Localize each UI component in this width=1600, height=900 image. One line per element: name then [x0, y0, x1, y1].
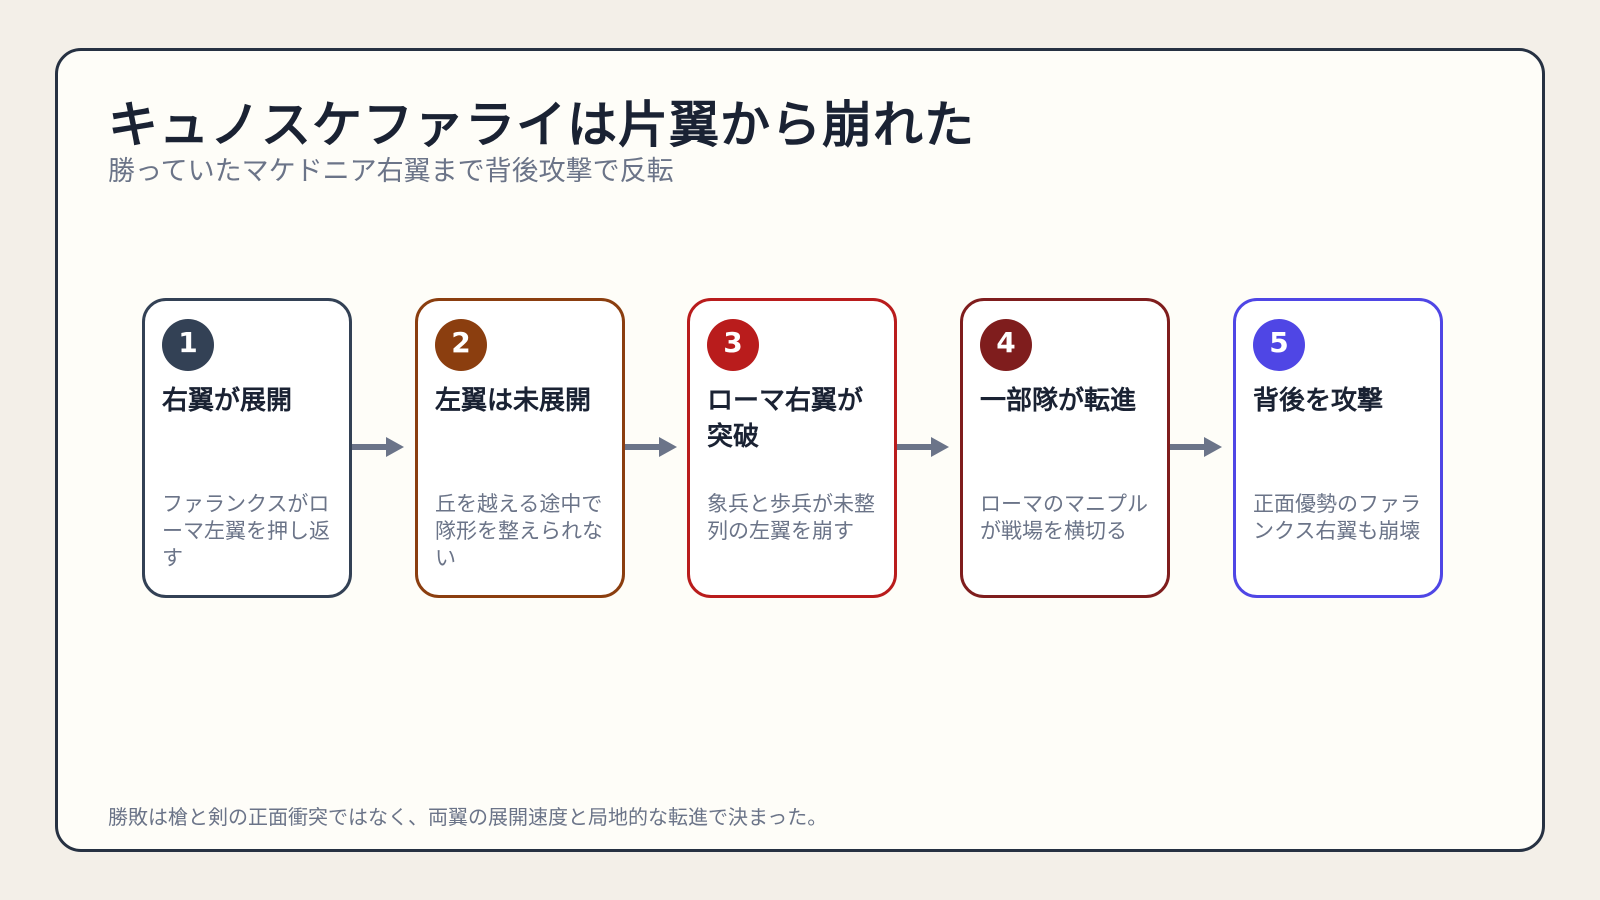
step-title: 一部隊が転進	[980, 386, 1137, 416]
arrow-right-icon	[352, 437, 404, 457]
step-description: ローマのマニプルが戦場を横切る	[980, 492, 1148, 543]
step-title: 背後を攻撃	[1253, 386, 1384, 416]
step-description: ファランクスがローマ左翼を押し返す	[162, 492, 330, 570]
step-number-badge: 1	[162, 319, 214, 371]
step-description: 丘を越える途中で隊形を整えられない	[435, 492, 603, 570]
step-card-3: 3 ローマ右翼が突破 象兵と歩兵が未整列の左翼を崩す	[687, 298, 897, 598]
step-number-badge: 4	[980, 319, 1032, 371]
page-subtitle: 勝っていたマケドニア右翼まで背後攻撃で反転	[108, 156, 674, 187]
page-title: キュノスケファライは片翼から崩れた	[108, 96, 975, 154]
footer-note: 勝敗は槍と剣の正面衝突ではなく、両翼の展開速度と局地的な転進で決まった。	[108, 805, 828, 829]
step-number-badge: 3	[707, 319, 759, 371]
step-card-5: 5 背後を攻撃 正面優勢のファランクス右翼も崩壊	[1233, 298, 1443, 598]
arrow-right-icon	[1170, 437, 1222, 457]
step-number-badge: 2	[435, 319, 487, 371]
step-title: 右翼が展開	[162, 386, 293, 416]
step-card-4: 4 一部隊が転進 ローマのマニプルが戦場を横切る	[960, 298, 1170, 598]
slide-card: キュノスケファライは片翼から崩れた 勝っていたマケドニア右翼まで背後攻撃で反転 …	[55, 48, 1545, 852]
step-title: ローマ右翼が突破	[707, 386, 864, 452]
step-description: 正面優勢のファランクス右翼も崩壊	[1253, 492, 1421, 543]
step-title: 左翼は未展開	[435, 386, 592, 416]
step-card-1: 1 右翼が展開 ファランクスがローマ左翼を押し返す	[142, 298, 352, 598]
step-number-badge: 5	[1253, 319, 1305, 371]
arrow-right-icon	[897, 437, 949, 457]
step-description: 象兵と歩兵が未整列の左翼を崩す	[707, 492, 875, 543]
arrow-right-icon	[625, 437, 677, 457]
step-card-2: 2 左翼は未展開 丘を越える途中で隊形を整えられない	[415, 298, 625, 598]
